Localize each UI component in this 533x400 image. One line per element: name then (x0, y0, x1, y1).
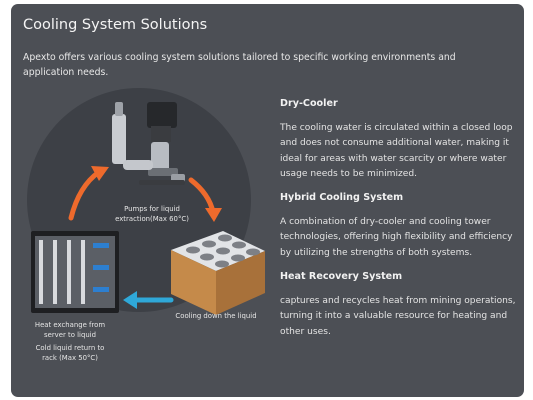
dry-cooler-image (171, 231, 265, 315)
heat-exchange-label: Heat exchange from server to liquid (34, 321, 106, 339)
flow-arrow-down-icon (188, 177, 222, 222)
card-intro: Apexto offers various cooling system sol… (23, 52, 456, 78)
cooling-cycle-diagram: Pumps for liquid extraction(Max 60°C) Co… (11, 88, 276, 397)
flow-arrow-left-icon (123, 291, 174, 309)
pump-image (112, 102, 185, 185)
cooldown-label: Cooling down the liquid (175, 312, 257, 320)
section-body-heat-recovery: captures and recycles heat from mining o… (280, 296, 516, 337)
section-body-hybrid: A combination of dry-cooler and cooling … (280, 217, 513, 258)
section-body-dry-cooler: The cooling water is circulated within a… (280, 123, 513, 179)
card-title: Cooling System Solutions (23, 17, 208, 33)
solutions-list: Dry-Cooler The cooling water is circulat… (280, 98, 516, 340)
flow-arrow-up-icon (68, 166, 109, 221)
server-rack-image (31, 231, 119, 313)
section-title-dry-cooler: Dry-Cooler (280, 98, 338, 109)
cooling-solutions-card: Cooling System Solutions Apexto offers v… (11, 4, 524, 397)
section-title-hybrid: Hybrid Cooling System (280, 192, 404, 204)
pump-label: Pumps for liquid extraction(Max 60°C) (115, 205, 189, 223)
section-title-heat-recovery: Heat Recovery System (280, 271, 403, 283)
return-label: Cold liquid return to rack (Max 50°C) (35, 344, 105, 362)
cooling-cycle-graphic (27, 88, 265, 315)
